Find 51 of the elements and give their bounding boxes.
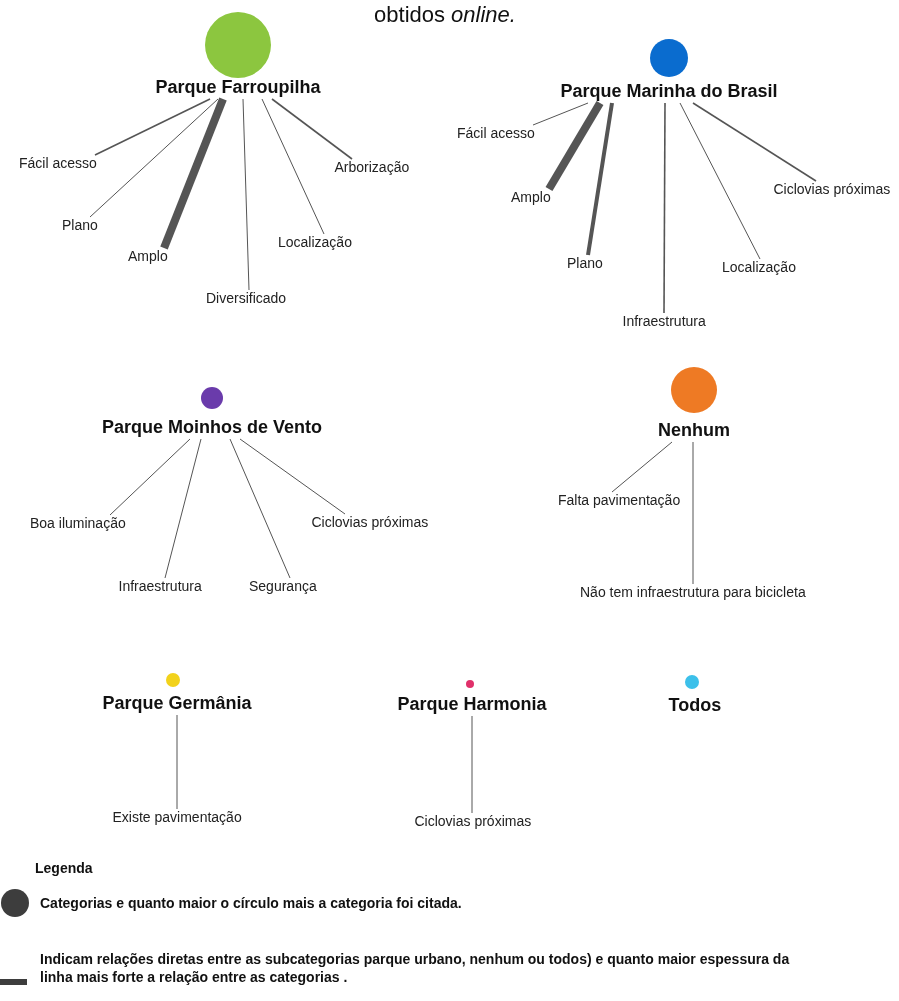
connector-line	[471, 715, 473, 814]
subcategory-label: Infraestrutura	[622, 312, 706, 330]
connector-line	[545, 100, 604, 192]
note-text: obtidos online.	[374, 2, 516, 28]
connector-line	[532, 102, 589, 126]
subcategory-label: Existe pavimentação	[112, 808, 242, 826]
subcategory-label: Localização	[722, 258, 796, 276]
category-label: Todos	[668, 695, 722, 717]
connector-line	[261, 98, 325, 235]
category-label: Parque Moinhos de Vento	[102, 417, 323, 439]
connector-line	[176, 714, 178, 810]
subcategory-label: Fácil acesso	[19, 154, 97, 172]
subcategory-label: Ciclovias próximas	[311, 513, 429, 531]
connector-line	[586, 102, 614, 256]
subcategory-label: Não tem infraestrutura para bicicleta	[580, 583, 806, 601]
connector-line	[160, 97, 227, 250]
legend-title: Legenda	[35, 860, 93, 876]
connector-line	[229, 438, 291, 579]
category-label: Parque Farroupilha	[155, 77, 321, 99]
connector-line	[239, 438, 346, 515]
connector-line	[109, 438, 191, 516]
connector-line	[94, 98, 211, 156]
subcategory-label: Ciclovias próximas	[773, 180, 891, 198]
subcategory-label: Diversificado	[206, 289, 287, 307]
connector-line	[692, 441, 694, 585]
legend-text: Categorias e quanto maior o círculo mais a categoria foi citada.	[40, 894, 463, 913]
connector-line	[692, 102, 817, 182]
connector-line	[611, 441, 673, 493]
subcategory-label: Ciclovias próximas	[414, 812, 532, 830]
subcategory-label: Infraestrutura	[118, 577, 202, 595]
legend-text: Indicam relações diretas entre as subcategorias parque urbano, nenhum ou todos) e quanto maior espessura da linha mais forte a relação entre as categorias .	[40, 950, 791, 987]
subcategory-label: Boa iluminação	[30, 514, 126, 532]
category-label: Parque Germânia	[102, 693, 252, 715]
subcategory-label: Fácil acesso	[457, 124, 535, 142]
connector-line	[164, 438, 202, 579]
category-label: Parque Harmonia	[397, 694, 547, 716]
subcategory-label: Amplo	[511, 188, 551, 206]
category-label: Nenhum	[658, 420, 730, 442]
connector-line	[242, 98, 250, 291]
connector-line	[271, 98, 353, 160]
subcategory-label: Plano	[567, 254, 603, 272]
subcategory-label: Falta pavimentação	[558, 491, 681, 509]
subcategory-label: Segurança	[249, 577, 317, 595]
subcategory-label: Localização	[278, 233, 352, 251]
subcategory-label: Arborização	[334, 158, 410, 176]
connector-line	[679, 102, 761, 260]
subcategory-label: Plano	[62, 216, 98, 234]
connector-line	[663, 102, 666, 314]
subcategory-label: Amplo	[128, 247, 168, 265]
connector-line	[89, 98, 219, 218]
category-label: Parque Marinha do Brasil	[560, 81, 778, 103]
